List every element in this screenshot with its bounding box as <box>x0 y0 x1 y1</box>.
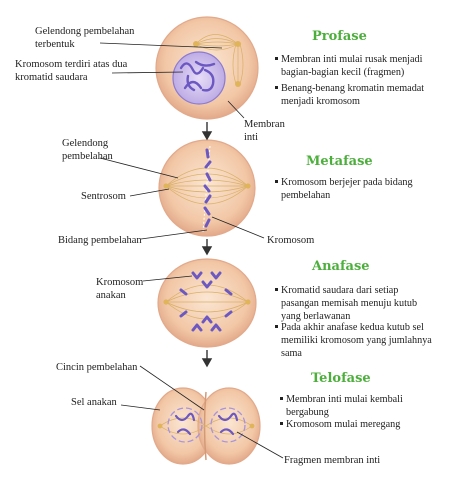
label-gelendong-pembelahan: Gelendong pembelahan <box>62 138 113 162</box>
label-cincin-pembelahan: Cincin pembelahan <box>56 362 138 373</box>
title-anafase: Anafase <box>311 259 370 274</box>
metafase-cell <box>158 139 256 237</box>
label-membran-inti: Membran inti <box>244 119 287 143</box>
label-kromosom: Kromosom <box>267 235 314 246</box>
anafase-chromosomes <box>179 271 233 332</box>
profase-nucleus <box>172 51 226 105</box>
bullet-icon <box>280 397 283 400</box>
bullet-text: Kromosom mulai meregang <box>286 419 400 430</box>
label-fragmen-membran-inti: Fragmen membran inti <box>284 455 380 466</box>
arrow-down-icon <box>201 350 213 368</box>
label-sentrosom: Sentrosom <box>81 191 126 202</box>
anafase-spindle <box>165 284 249 320</box>
bullet-text: Kromosom berjejer pada bidang pembelahan <box>281 177 415 201</box>
telofase-nucleus-right <box>210 407 246 443</box>
telofase-nucleus-left <box>167 407 203 443</box>
bullet-text: Benang-benang kromatin memadat menjadi k… <box>281 83 427 107</box>
title-telofase: Telofase <box>311 371 371 386</box>
anafase-cell <box>157 258 257 348</box>
title-profase: Profase <box>312 29 367 44</box>
bullet-text: Pada akhir anafase kedua kutub sel memil… <box>281 322 434 359</box>
telofase-cell <box>151 387 261 465</box>
bullets-anafase: Kromatid saudara dari setiap pasangan me… <box>275 285 434 359</box>
label-sel-anakan: Sel anakan <box>71 397 118 408</box>
bullet-icon <box>275 86 278 89</box>
bullet-text: Membran inti mulai rusak menjadi bagian-… <box>281 54 425 78</box>
arrow-down-icon <box>201 239 213 256</box>
leader-lines <box>99 42 284 459</box>
profase-chromosomes <box>179 60 216 92</box>
profase-cell <box>155 16 259 120</box>
bullets-telofase: Membran inti mulai kembali bergabung Kro… <box>280 394 405 430</box>
label-kromosom-kromatid: Kromosom terdiri atas dua kromatid sauda… <box>15 59 130 83</box>
bullet-icon <box>280 422 283 425</box>
profase-spindle <box>195 34 244 85</box>
label-kromosom-anakan: Kromosom anakan <box>96 277 146 301</box>
telofase-chromosomes <box>174 412 239 436</box>
metafase-chromosomes <box>203 148 212 228</box>
arrow-down-icon <box>201 122 213 141</box>
label-gelendong-terbentuk: Gelendong pembelahan terbentuk <box>35 26 137 50</box>
bullet-icon <box>275 288 278 291</box>
stage-arrows <box>201 122 213 368</box>
bullet-icon <box>275 57 278 60</box>
title-metafase: Metafase <box>306 154 373 169</box>
bullet-text: Membran inti mulai kembali bergabung <box>286 394 405 418</box>
bullet-icon <box>275 325 278 328</box>
bullets-profase: Membran inti mulai rusak menjadi bagian-… <box>275 54 427 107</box>
bullet-text: Kromatid saudara dari setiap pasangan me… <box>281 285 420 322</box>
label-bidang-pembelahan: Bidang pembelahan <box>58 235 142 246</box>
profase-centrosome <box>193 41 241 87</box>
bullet-icon <box>275 180 278 183</box>
bullets-metafase: Kromosom berjejer pada bidang pembelahan <box>275 177 415 201</box>
